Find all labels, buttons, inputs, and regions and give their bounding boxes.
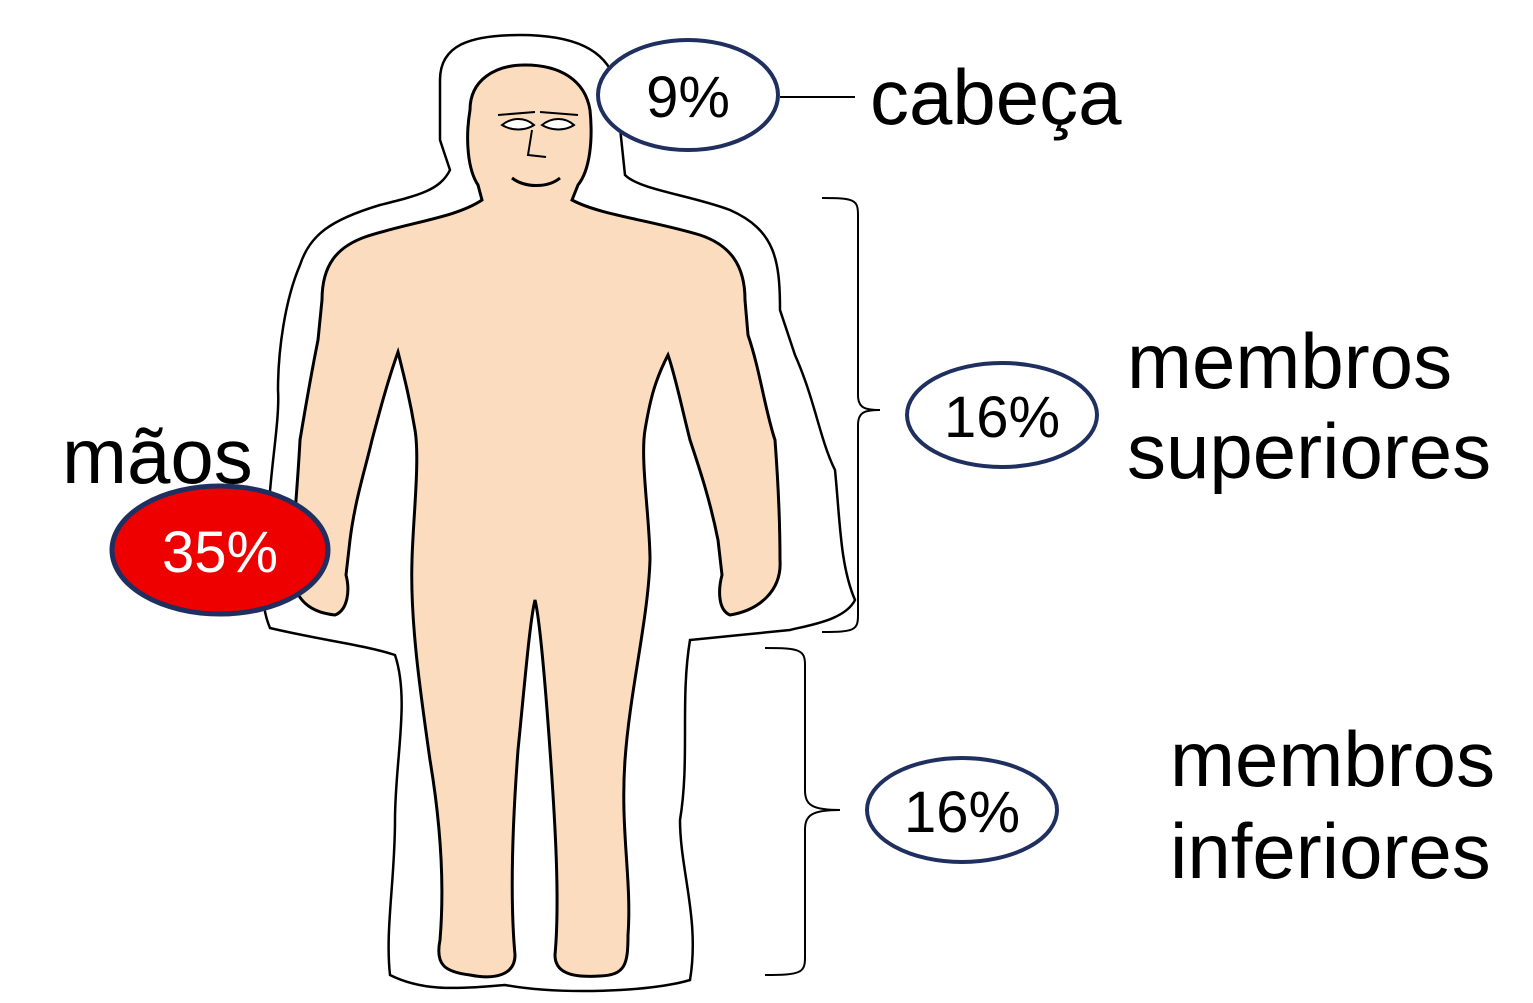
- lower-percent-text: 16%: [904, 780, 1020, 845]
- upper-percent-text: 16%: [944, 385, 1060, 450]
- upper-limbs-bracket: [822, 198, 880, 632]
- hands-label: mãos: [62, 417, 253, 495]
- lower-limbs-label-line2: inferiores: [1170, 812, 1491, 890]
- lower-limbs-label-line1: membros: [1170, 720, 1495, 798]
- head-label: cabeça: [870, 58, 1122, 136]
- hands-percent-text: 35%: [162, 520, 278, 585]
- head-percent-text: 9%: [646, 65, 730, 130]
- lower-limbs-bracket: [765, 648, 840, 975]
- upper-limbs-label-line2: superiores: [1127, 412, 1491, 490]
- upper-limbs-label-line1: membros: [1127, 322, 1452, 400]
